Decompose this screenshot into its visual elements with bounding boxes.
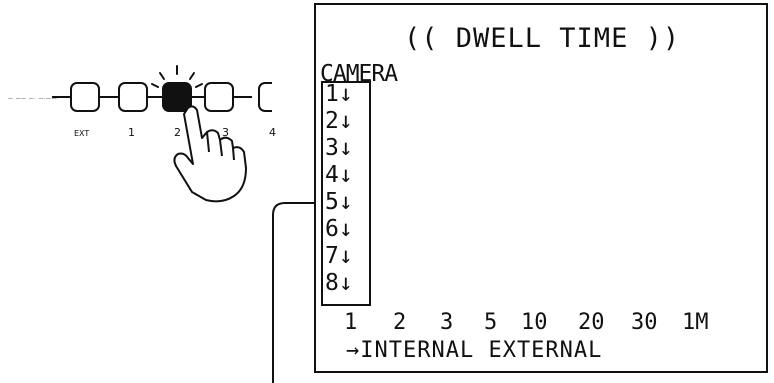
camera-button-3[interactable] [204, 82, 234, 112]
strip-label: — —— —· —·——· [8, 96, 60, 102]
dwell-option-1m[interactable]: 1M [682, 310, 709, 335]
camera-row-3: 3↓ [325, 135, 353, 161]
button-label-3: 3 [222, 126, 229, 139]
camera-row-5: 5↓ [325, 189, 353, 215]
camera-button-4[interactable] [258, 82, 272, 112]
connector-line [192, 96, 204, 98]
camera-row-6: 6↓ [325, 216, 353, 242]
dwell-option-1[interactable]: 1 [344, 310, 358, 335]
camera-row-1: 1↓ [325, 81, 353, 107]
dwell-option-20[interactable]: 20 [578, 310, 605, 335]
camera-row-4: 4↓ [325, 162, 353, 188]
pointing-hand-icon [173, 105, 247, 203]
dwell-option-30[interactable]: 30 [631, 310, 658, 335]
dwell-option-5[interactable]: 5 [484, 310, 498, 335]
dwell-option-10[interactable]: 10 [521, 310, 548, 335]
dwell-time-options: 1 2 3 5 10 20 30 1M [316, 310, 766, 338]
camera-button-strip: — —— —· —·——· EXT 1 2 3 4 [0, 0, 300, 383]
dwell-option-3[interactable]: 3 [440, 310, 454, 335]
button-label-2: 2 [174, 126, 181, 139]
leader-line [272, 202, 318, 383]
button-label-1: 1 [128, 126, 135, 139]
camera-row-2: 2↓ [325, 108, 353, 134]
connector-line [52, 96, 70, 98]
camera-row-7: 7↓ [325, 243, 353, 269]
dwell-option-2[interactable]: 2 [393, 310, 407, 335]
connector-line [100, 96, 118, 98]
monitor-screen: (( DWELL TIME )) CAMERA 1↓ 2↓ 3↓ 4↓ 5↓ 6… [314, 3, 768, 373]
mode-selector[interactable]: →INTERNAL EXTERNAL [346, 338, 603, 363]
connector-line [234, 96, 252, 98]
camera-column-frame [321, 81, 371, 306]
button-label-4: 4 [269, 126, 276, 139]
button-label-ext: EXT [74, 129, 90, 138]
page-title: (( DWELL TIME )) [404, 23, 681, 54]
camera-button-1[interactable] [118, 82, 148, 112]
camera-button-2[interactable] [162, 82, 192, 112]
blink-rays-icon [151, 65, 203, 88]
camera-row-8: 8↓ [325, 270, 353, 296]
camera-button-ext[interactable] [70, 82, 100, 112]
connector-line [148, 96, 162, 98]
